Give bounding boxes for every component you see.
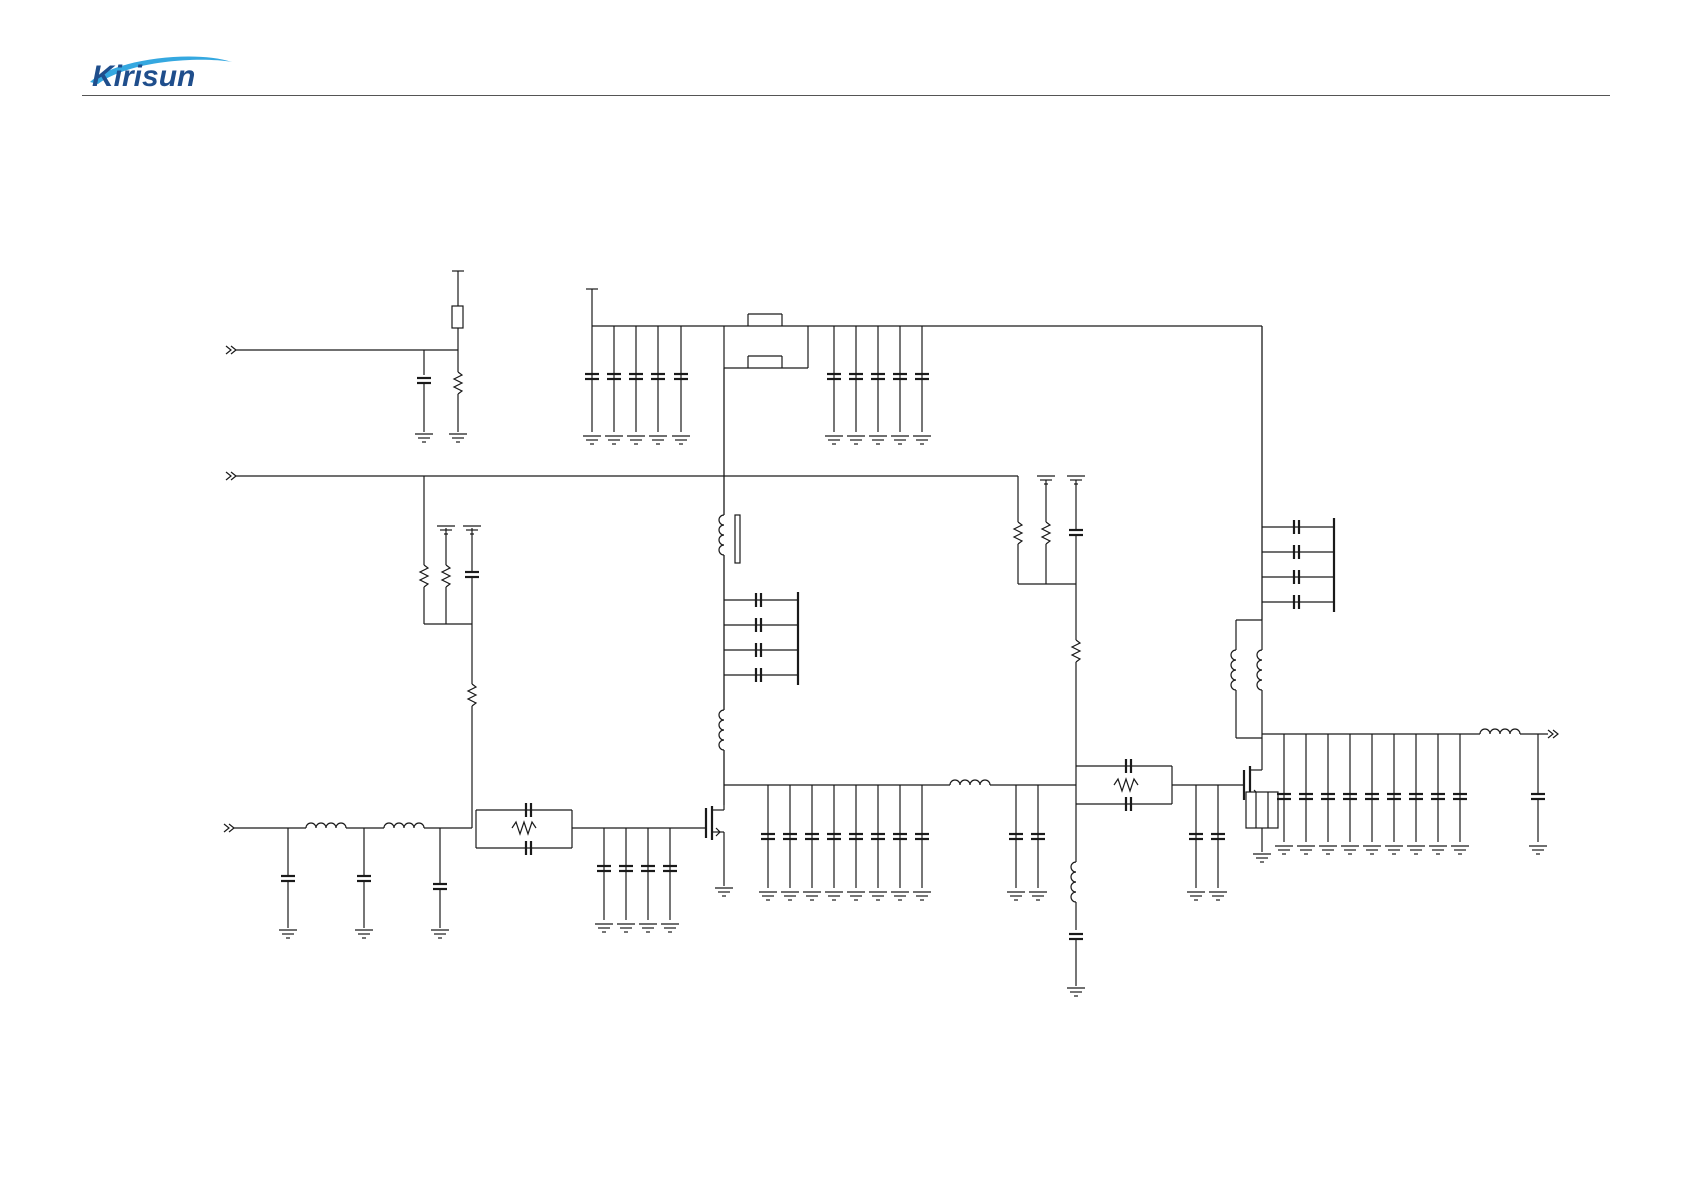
driver-mosfet <box>706 805 733 896</box>
supply-filter <box>724 314 808 368</box>
final-gate-bias <box>1014 476 1244 996</box>
final-drain-feed <box>1231 326 1334 738</box>
bias-resistor <box>452 306 463 328</box>
final-mosfet <box>1244 738 1278 862</box>
bias-port-1 <box>226 346 458 354</box>
source-ballast <box>1246 792 1278 828</box>
supply-rail <box>583 289 1262 444</box>
interstage-matching <box>724 780 1076 900</box>
driver-gate-bias <box>420 476 481 828</box>
output-port <box>1548 730 1558 738</box>
input-port <box>224 824 234 832</box>
bias-port-2 <box>226 472 1018 480</box>
driver-drain-feed <box>719 368 798 805</box>
input-matching <box>234 803 706 938</box>
ferrite-bead <box>735 515 740 563</box>
bias-network-1 <box>415 271 467 442</box>
output-matching <box>1262 729 1548 854</box>
